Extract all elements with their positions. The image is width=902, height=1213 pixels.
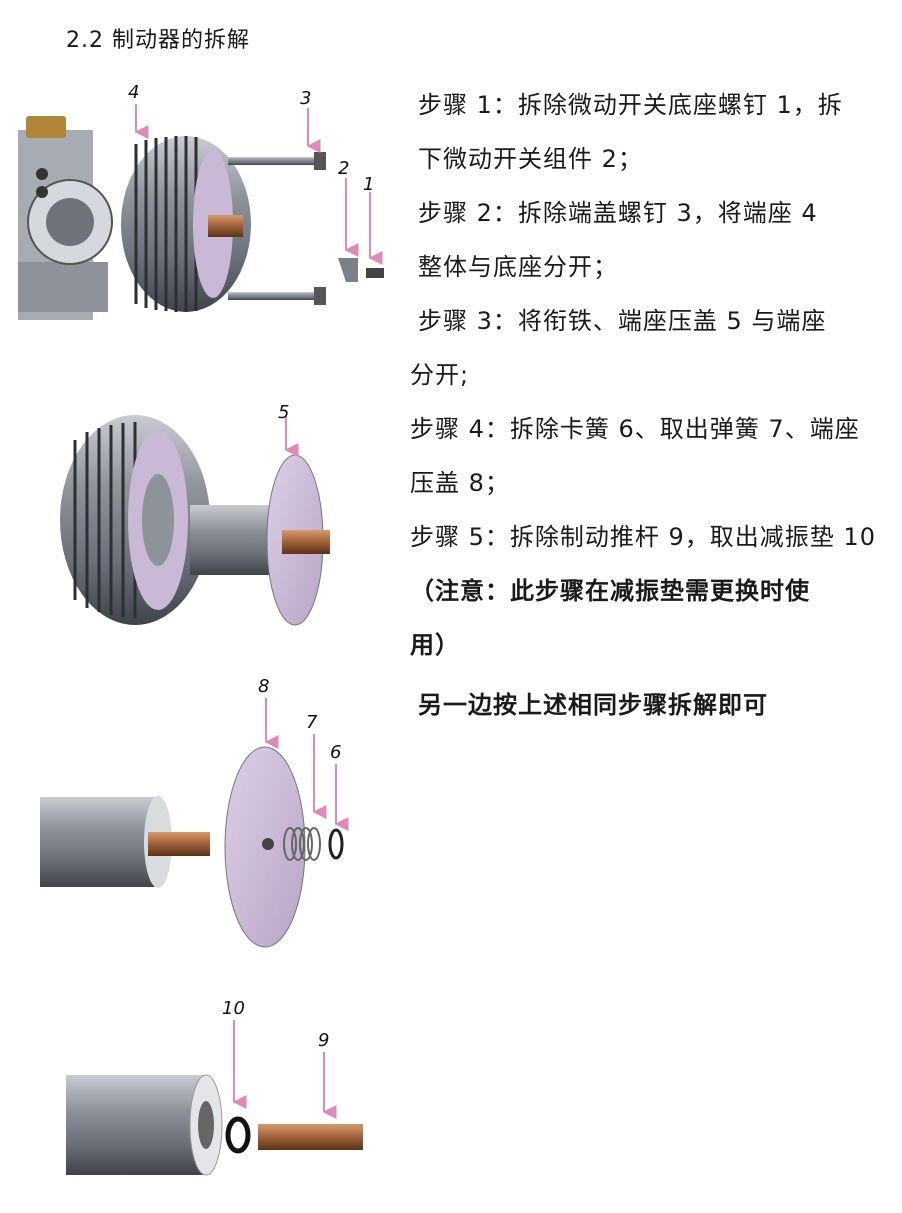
figure-step-3: 5 [60,402,330,626]
note-line-1: （注意：此步骤在减振垫需更换时使 [410,577,810,605]
label-6: 6 [330,742,341,763]
label-4: 4 [128,82,139,103]
label-8: 8 [258,676,269,697]
label-1: 1 [363,174,374,195]
final-instruction: 另一边按上述相同步骤拆解即可 [418,691,768,719]
switch-icon [338,258,358,282]
figure-step-4: 8 7 6 [40,676,349,948]
figure-step-1-2: 4 3 2 1 [18,82,384,320]
step-1-line-2: 下微动开关组件 2； [418,145,643,173]
step-list: 步骤 1：拆除微动开关底座螺钉 1，拆 下微动开关组件 2； 步骤 2：拆除端盖… [410,78,902,732]
label-7: 7 [306,712,318,733]
step-3-line-1: 步骤 3：将衔铁、端座压盖 5 与端座 [418,307,827,335]
screw-icon [208,215,243,237]
step-2-line-2: 整体与底座分开； [418,253,618,281]
label-9: 9 [318,1030,329,1051]
step-3-line-2: 分开; [410,361,470,389]
step-5-line: 步骤 5：拆除制动推杆 9，取出减振垫 10 [410,523,876,551]
step-2-line-1: 步骤 2：拆除端盖螺钉 3，将端座 4 [418,199,818,227]
label-3: 3 [300,88,311,109]
label-10: 10 [222,998,245,1019]
note-line-2: 用） [410,631,460,659]
bolt-icon [26,116,66,138]
section-heading: 2.2 制动器的拆解 [66,28,250,53]
figure-step-5: 10 9 [66,998,363,1176]
label-5: 5 [278,402,289,423]
step-1-line-1: 步骤 1：拆除微动开关底座螺钉 1，拆 [418,91,843,119]
step-4-line-2: 压盖 8； [410,469,510,497]
step-4-line-1: 步骤 4：拆除卡簧 6、取出弹簧 7、端座 [410,415,860,443]
label-2: 2 [338,158,349,179]
